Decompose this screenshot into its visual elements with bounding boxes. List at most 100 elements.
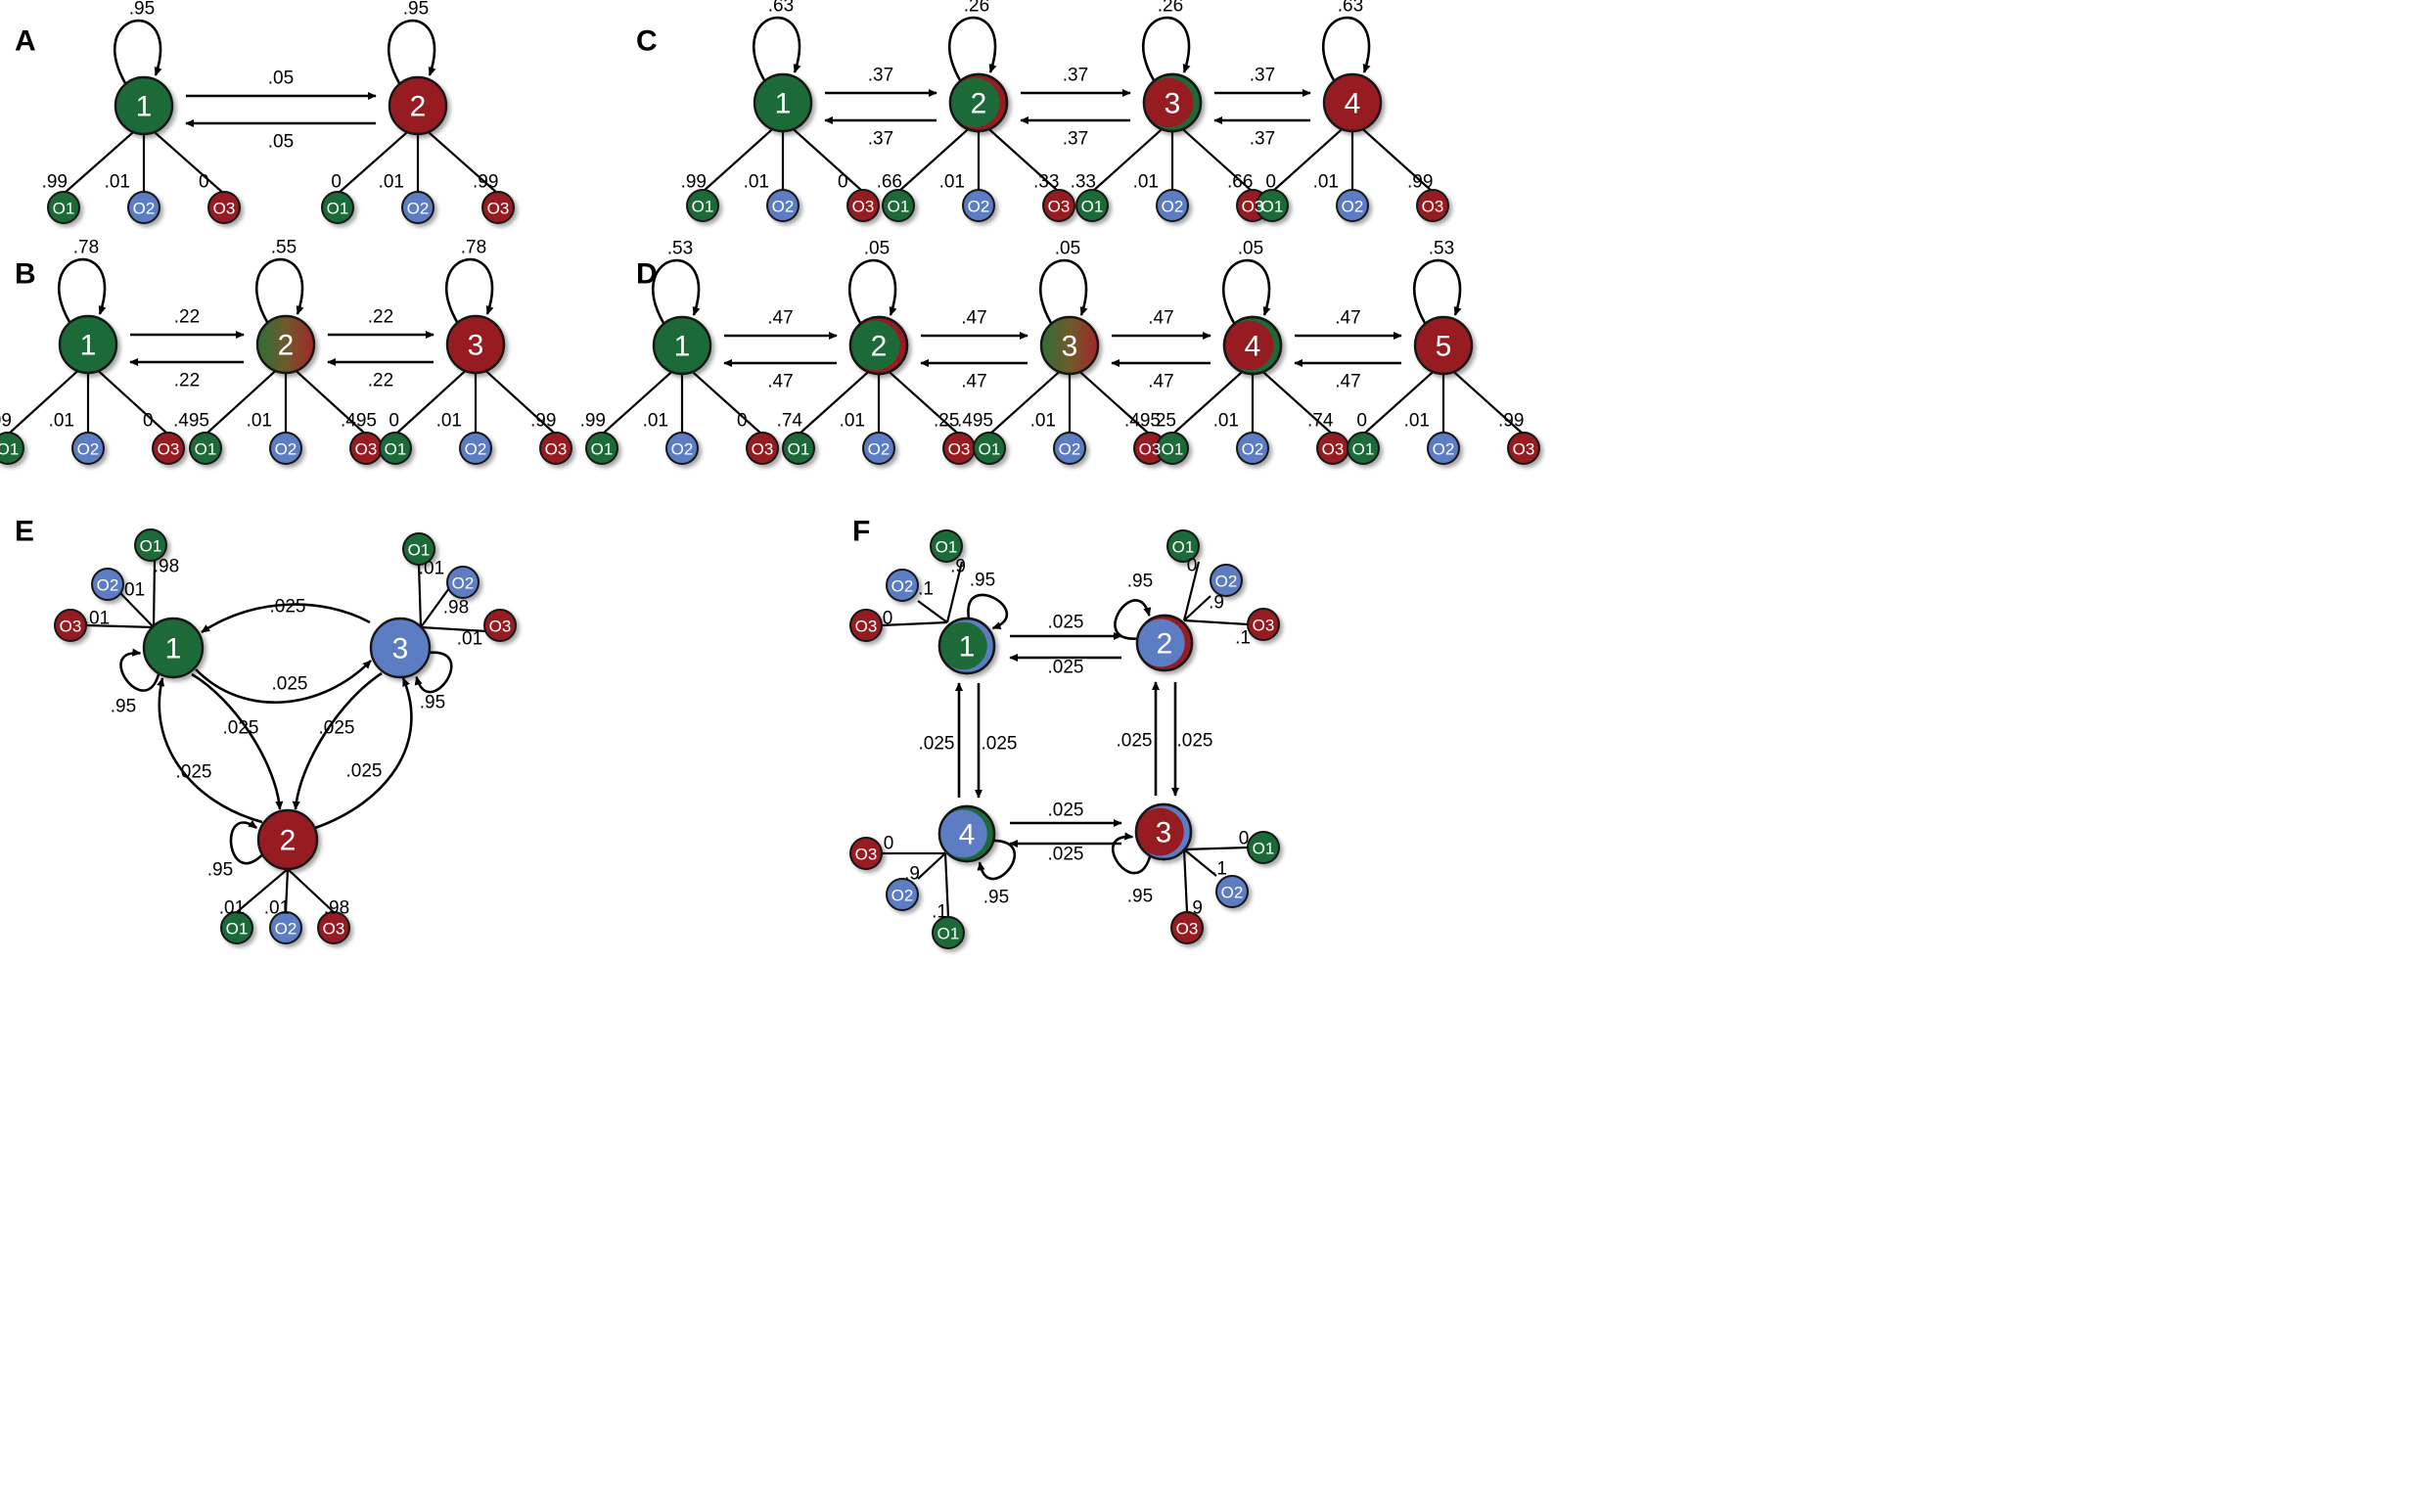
panel-f-prob-1-to-4: .025 — [982, 734, 1018, 755]
panel-f-state-2-emission-prob-o3: .1 — [1235, 628, 1251, 649]
panel-c-state-1-self-loop — [752, 16, 801, 81]
panel-c-state-4-obs-o3 — [1416, 189, 1449, 222]
panel-d-state-3-label: 3 — [1062, 331, 1078, 363]
panel-f-state-3-self-loop-label: .95 — [1127, 887, 1153, 907]
panel-d-state-3-emission-prob-o1: .495 — [957, 411, 993, 432]
panel-e-state-1-obs-o3-label: O3 — [60, 618, 82, 636]
panel-b-state-3-emission-line-o3 — [475, 360, 557, 435]
panel-d-state-3-emission-line-o3 — [1069, 361, 1151, 435]
panel-f-state-1 — [937, 617, 996, 675]
panel-b-state-1-self-loop-label: .78 — [73, 238, 99, 258]
panel-e-prob-3-to-1: .025 — [270, 597, 306, 618]
panel-b-state-1 — [58, 314, 118, 375]
panel-f-state-3-obs-o2 — [1215, 875, 1249, 908]
panel-a-state-1-self-loop — [113, 19, 162, 84]
panel-b-state-1-obs-o3-label: O3 — [158, 440, 180, 459]
panel-b-prob-2-to-3: .22 — [368, 307, 393, 328]
panel-f-state-2-obs-o3-label: O3 — [1253, 617, 1275, 635]
panel-a-state-1-emission-line-o3 — [143, 121, 225, 195]
panel-b-state-1-obs-o1-label: O1 — [0, 440, 19, 459]
panel-c-state-2-label: 2 — [971, 88, 987, 120]
panel-e-state-3-label: 3 — [392, 633, 409, 665]
panel-a-state-2-obs-o3-label: O3 — [487, 200, 510, 218]
panel-a-state-1-obs-o3 — [207, 191, 241, 224]
panel-c-state-4-obs-o2-label: O2 — [1342, 198, 1364, 216]
panel-d-state-4-label: 4 — [1245, 331, 1261, 363]
panel-e-state-2-self-loop-label: .95 — [207, 860, 233, 881]
panel-d-prob-2-to-3: .47 — [961, 308, 986, 329]
panel-d-state-1-obs-o3-label: O3 — [752, 440, 774, 459]
panel-a-state-2-self-loop — [387, 19, 436, 84]
panel-b-state-2-obs-o3-label: O3 — [355, 440, 378, 459]
panel-e-state-1-emission-line-o2 — [118, 591, 155, 628]
panel-a-state-1-self-loop-label: .95 — [129, 0, 155, 20]
panel-f-state-3-emission-prob-o3: .9 — [1187, 898, 1203, 919]
panel-f-state-1-emission-prob-o3: 0 — [883, 609, 893, 629]
panel-f-state-2-obs-o2 — [1210, 564, 1243, 597]
panel-b-state-3-obs-o2 — [459, 432, 492, 465]
panel-b-state-2-emission-line-o1 — [205, 360, 287, 435]
panel-a-state-1 — [114, 75, 174, 136]
panel-d-state-4-emission-line-o1 — [1171, 361, 1254, 435]
panel-d-state-4-emission-prob-o3: .74 — [1307, 411, 1334, 432]
panel-e-prob-1-to-3: .025 — [272, 674, 308, 695]
panel-d-state-3-emission-prob-o3: .495 — [1124, 411, 1161, 432]
panel-d-state-2-label: 2 — [871, 331, 888, 363]
panel-f-state-1-self-loop-label: .95 — [970, 571, 995, 591]
panel-e-state-2-emission-line-o2 — [284, 868, 290, 913]
panel-a-state-2-emission-line-o1 — [337, 121, 419, 195]
panel-b-state-2-emission-line-o3 — [285, 360, 367, 435]
panel-c-prob-2-to-1: .37 — [868, 129, 893, 150]
panel-b-state-1-emission-prob-o1: .99 — [0, 411, 12, 432]
panel-a-state-2-obs-o1-label: O1 — [327, 200, 349, 218]
panel-c-state-1-self-loop-label: .63 — [768, 0, 794, 17]
panel-d-state-2-self-loop-label: .05 — [864, 239, 890, 259]
panel-d-state-1-obs-o1-label: O1 — [591, 440, 614, 459]
panel-f-state-1-emission-line-o3 — [881, 620, 948, 627]
panel-f-state-1-obs-o1 — [930, 529, 963, 563]
panel-e-state-1-self-loop — [119, 648, 160, 692]
panel-f-state-2-obs-o3 — [1247, 608, 1280, 641]
panel-d-state-4-emission-prob-o1: .25 — [1151, 411, 1176, 432]
panel-f-state-2 — [1135, 614, 1194, 672]
panel-d-state-1-self-loop — [651, 258, 701, 324]
panel-f-state-4-obs-o1 — [932, 916, 965, 949]
panel-d-state-2-obs-o2 — [862, 432, 895, 465]
panel-b-state-3-emission-prob-o1: 0 — [388, 411, 399, 432]
panel-a-state-1-obs-o1-label: O1 — [53, 200, 75, 218]
panel-c-state-4-emission-prob-o2: .01 — [1313, 172, 1339, 193]
panel-f-prob-4-to-1: .025 — [919, 734, 955, 755]
panel-c-state-4-label: 4 — [1345, 88, 1361, 120]
panel-c-state-1-obs-o2 — [766, 189, 800, 222]
panel-a-state-2-self-loop-label: .95 — [403, 0, 429, 20]
panel-f-state-1-self-loop — [967, 593, 1009, 630]
panel-b-prob-2-to-1: .22 — [174, 371, 200, 391]
panel-e-arrow-3-to-2 — [292, 671, 383, 810]
panel-e-state-2-obs-o1-label: O1 — [226, 920, 249, 939]
panel-label-f: F — [852, 516, 870, 548]
panel-f-state-1-emission-line-o2 — [917, 600, 948, 623]
panel-c-state-1-emission-prob-o1: .99 — [681, 172, 707, 193]
panel-d-state-5 — [1413, 315, 1474, 376]
panel-c-state-4-emission-line-o3 — [1351, 118, 1434, 193]
panel-f-state-4-obs-o2 — [886, 878, 919, 911]
panel-a-state-1-obs-o1 — [47, 191, 80, 224]
panel-a-state-1-emission-prob-o2: .01 — [105, 172, 130, 193]
panel-a-state-1-emission-prob-o1: .99 — [42, 172, 68, 193]
panel-c-state-2-obs-o1-label: O1 — [888, 198, 910, 216]
panel-d-state-4-self-loop — [1221, 258, 1271, 324]
panel-f-state-4-label: 4 — [959, 819, 976, 851]
panel-c-state-2-obs-o2-label: O2 — [968, 198, 990, 216]
panel-f-state-4-self-loop-label: .95 — [983, 888, 1009, 908]
panel-d-state-5-obs-o1-label: O1 — [1352, 440, 1375, 459]
panel-f-state-3-emission-line-o2 — [1183, 848, 1217, 877]
panel-e-state-1-emission-line-o3 — [85, 623, 155, 629]
panel-e-state-1 — [142, 617, 205, 679]
panel-d-prob-3-to-4: .47 — [1148, 308, 1173, 329]
panel-d-state-1-obs-o3 — [746, 432, 779, 465]
panel-f-prob-2-to-3: .025 — [1177, 731, 1213, 752]
panel-e-state-1-emission-prob-o3: .01 — [84, 609, 110, 629]
panel-d-state-5-obs-o3 — [1507, 432, 1540, 465]
panel-f-state-1-emission-prob-o1: .9 — [950, 557, 966, 577]
